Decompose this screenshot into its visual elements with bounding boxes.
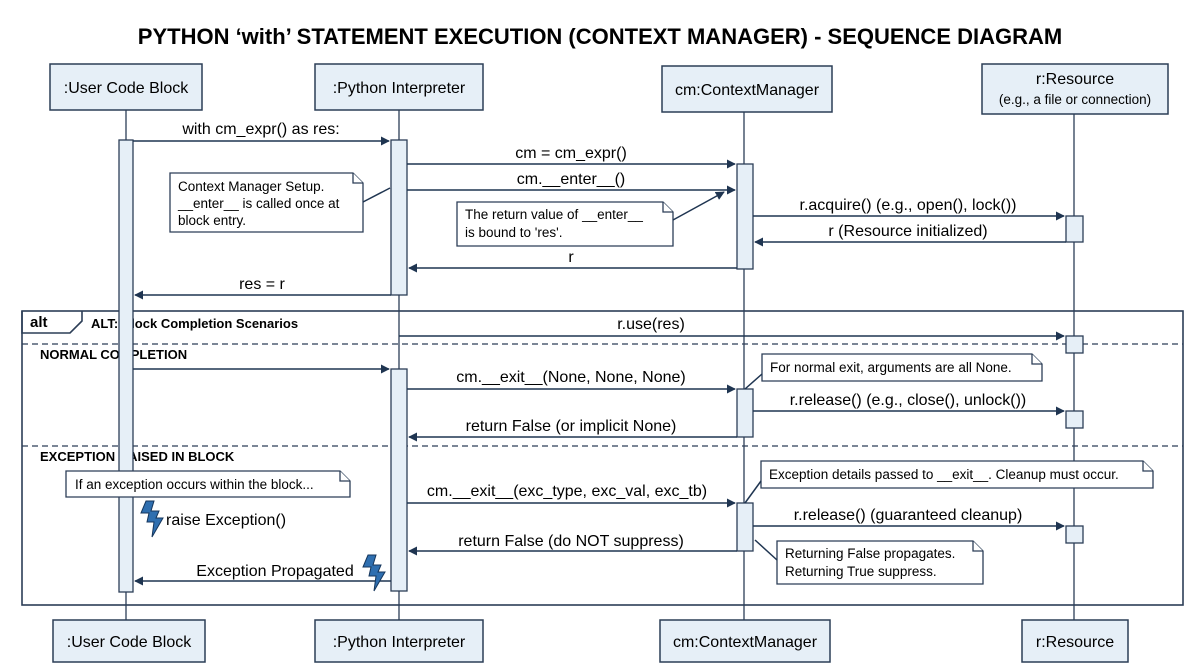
participant-resource-top: r:Resource (e.g., a file or connection) [981, 63, 1169, 115]
message-label: res = r [239, 276, 285, 293]
message-label: r.release() (e.g., close(), unlock()) [790, 392, 1027, 409]
note-line: __enter__ is called once at [177, 196, 340, 211]
message-cm-assign: cm = cm_expr() [407, 145, 736, 169]
participant-label: cm:ContextManager [673, 634, 818, 651]
activation-bar-user [118, 139, 134, 593]
note-line: Returning False propagates. [785, 546, 955, 561]
note-normal-exit: For normal exit, arguments are all None. [744, 353, 1043, 390]
message-with-statement: with cm_expr() as res: [133, 121, 390, 146]
activation-bar-interpreter-setup [390, 139, 408, 296]
message-label: return False (do NOT suppress) [458, 533, 684, 550]
lightning-bolt-icon [362, 554, 386, 592]
message-return-false-exception: return False (do NOT suppress) [408, 533, 737, 556]
message-label: cm = cm_expr() [515, 145, 627, 162]
participant-label: :User Code Block [67, 634, 192, 651]
message-label: with cm_expr() as res: [181, 121, 339, 138]
message-exception-propagated: Exception Propagated [134, 563, 391, 586]
message-exit-exception: cm.__exit__(exc_type, exc_val, exc_tb) [407, 483, 736, 508]
message-label: cm.__exit__(exc_type, exc_val, exc_tb) [427, 483, 707, 500]
participant-context-manager-bottom: cm:ContextManager [659, 619, 831, 663]
note-return-value: The return value of __enter__ is bound t… [456, 191, 725, 247]
participant-sublabel: (e.g., a file or connection) [999, 92, 1151, 107]
message-exit-none: cm.__exit__(None, None, None) [407, 369, 736, 394]
message-use-res: r.use(res) [399, 316, 1065, 341]
participant-label: :Python Interpreter [333, 80, 466, 97]
activation-bar-interpreter-completion [390, 368, 408, 592]
message-enter-call: cm.__enter__() [407, 171, 736, 195]
participant-interpreter-bottom: :Python Interpreter [314, 619, 484, 663]
note-line: If an exception occurs within the block.… [75, 477, 314, 492]
message-label: r [568, 249, 574, 266]
message-return-r: r [408, 249, 737, 273]
note-exception-occurs: If an exception occurs within the block.… [65, 470, 351, 498]
note-line: Context Manager Setup. [178, 179, 324, 194]
activation-bar-cm-exit-exception [736, 502, 754, 552]
participant-label: :Python Interpreter [333, 634, 466, 651]
participant-label: r:Resource [1036, 634, 1114, 651]
note-line: is bound to 'res'. [465, 225, 562, 240]
raise-exception-label: raise Exception() [166, 512, 286, 529]
alt-section-exception: EXCEPTION RAISED IN BLOCK [40, 449, 235, 464]
participant-interpreter-top: :Python Interpreter [314, 63, 484, 111]
participant-label: cm:ContextManager [675, 82, 820, 99]
note-exception-details: Exception details passed to __exit__. Cl… [744, 460, 1154, 504]
participant-context-manager-top: cm:ContextManager [661, 65, 833, 113]
message-label: r.acquire() (e.g., open(), lock()) [800, 197, 1017, 214]
note-context-manager-setup: Context Manager Setup. __enter__ is call… [169, 172, 391, 233]
participant-resource-bottom: r:Resource [1021, 619, 1129, 663]
alt-section-normal: NORMAL COMPLETION [40, 347, 187, 362]
message-resource-initialized: r (Resource initialized) [754, 223, 1066, 247]
activation-bar-resource-cleanup [1065, 525, 1084, 544]
message-acquire: r.acquire() (e.g., open(), lock()) [753, 197, 1065, 221]
message-label: cm.__enter__() [517, 171, 626, 188]
message-label: r.use(res) [617, 316, 685, 333]
note-returning: Returning False propagates. Returning Tr… [754, 539, 984, 585]
note-line: Returning True suppress. [785, 564, 937, 579]
alt-frame: alt ALT: Block Completion Scenarios NORM… [21, 310, 1184, 606]
participant-label: :User Code Block [64, 80, 189, 97]
participant-user-code-top: :User Code Block [49, 63, 203, 111]
participant-user-code-bottom: :User Code Block [52, 619, 206, 663]
note-line: block entry. [178, 213, 246, 228]
message-label: return False (or implicit None) [466, 418, 677, 435]
message-release-normal: r.release() (e.g., close(), unlock()) [753, 392, 1065, 416]
participant-label: r:Resource [1036, 71, 1114, 88]
activation-bar-resource-release [1065, 410, 1084, 429]
diagram-title: PYTHON ‘with’ STATEMENT EXECUTION (CONTE… [138, 24, 1062, 49]
note-line: The return value of __enter__ [465, 207, 643, 222]
message-release-guaranteed: r.release() (guaranteed cleanup) [753, 507, 1065, 531]
activation-bar-cm-exit-normal [736, 388, 754, 438]
activation-bar-cm-enter [736, 163, 754, 270]
message-return-false-normal: return False (or implicit None) [408, 418, 737, 442]
activation-bar-resource-acquire [1065, 215, 1084, 243]
alt-frame-label: ALT: Block Completion Scenarios [91, 316, 298, 331]
message-label: cm.__exit__(None, None, None) [456, 369, 685, 386]
note-line: Exception details passed to __exit__. Cl… [769, 467, 1119, 482]
lightning-bolt-icon [140, 500, 164, 538]
message-label: r.release() (guaranteed cleanup) [794, 507, 1023, 524]
message-res-assign: res = r [134, 276, 391, 300]
alt-keyword: alt [30, 314, 48, 331]
activation-bar-resource-use [1065, 335, 1084, 354]
message-label: Exception Propagated [196, 563, 353, 580]
note-line: For normal exit, arguments are all None. [770, 360, 1012, 375]
message-label: r (Resource initialized) [828, 223, 987, 240]
